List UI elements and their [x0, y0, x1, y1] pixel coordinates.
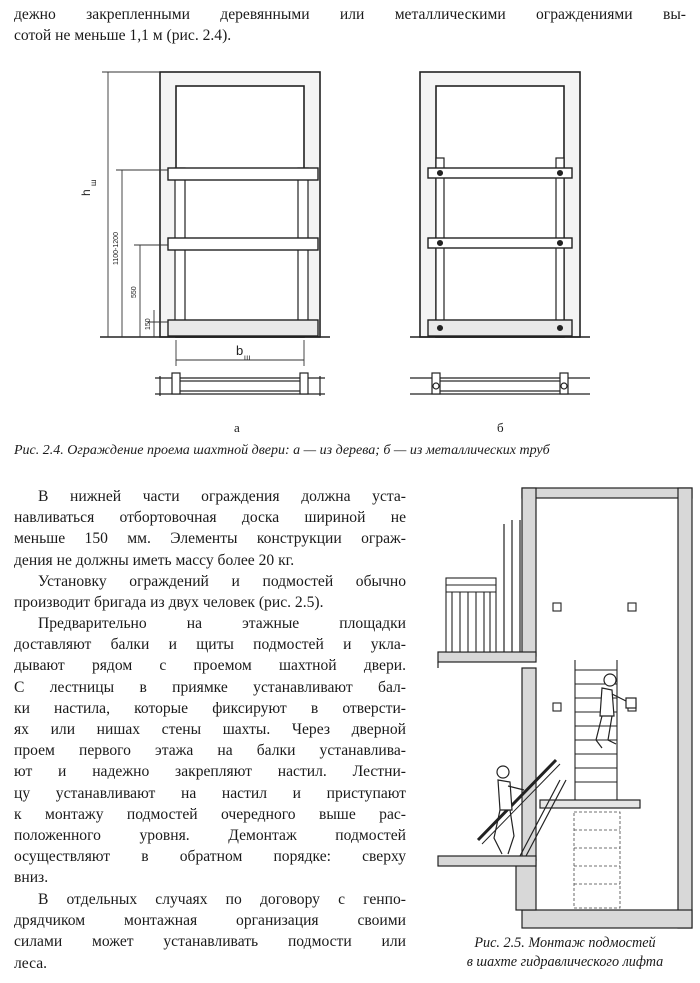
figure-label-b: б — [497, 420, 504, 435]
text-line: дрядчиком монтажная организация своими — [14, 912, 406, 930]
text-line: вниз. — [14, 869, 49, 887]
text-line: Установку ограждений и подмостей обычно — [38, 573, 406, 590]
door-opening-frame-b — [419, 71, 581, 338]
text-line: меньше 150 мм. Элементы конструкции огра… — [14, 530, 406, 548]
figure-label-a: а — [234, 420, 240, 435]
body-paragraph-4: В отдельных случаях по договору с генпо-… — [14, 889, 406, 974]
fence-rails-a — [167, 167, 319, 337]
text-line: цу устанавливают на настил и приступают — [14, 784, 406, 802]
text-line: леса. — [14, 954, 48, 972]
shaft-walls — [515, 487, 693, 929]
fence-rails-b — [427, 167, 573, 337]
cylinder-area — [573, 811, 621, 909]
height-label-1100: 1100-1200 — [113, 232, 120, 265]
height-label-550: 550 — [131, 286, 138, 298]
caption-line: Рис. 2.5. Монтаж подмостей — [474, 935, 656, 951]
wall-niches — [552, 602, 637, 712]
width-label-b: b — [236, 343, 243, 358]
plan-view-b — [410, 372, 590, 395]
text-line: Предварительно на этажные площадки — [38, 615, 406, 632]
text-line: В отдельных случаях по договору с генпо- — [38, 891, 406, 908]
upper-landing — [437, 651, 537, 668]
tube-clamps-b — [436, 169, 564, 332]
text-line: производит бригада из двух человек (рис.… — [14, 594, 324, 612]
plan-view-a — [155, 372, 325, 396]
text-line: ют и надежно закрепляют настил. Лестни- — [14, 763, 406, 781]
text-line: ки настила, которые фиксируют в отверсти… — [14, 699, 406, 717]
text-line: положенного уровня. Демонтаж подмостей — [14, 827, 406, 845]
stacked-boards — [445, 577, 497, 653]
figure-2-5-caption: Рис. 2.5. Монтаж подмостей в шахте гидра… — [434, 934, 696, 972]
leaning-boards — [503, 520, 521, 652]
worker-with-board — [476, 758, 567, 857]
top-paragraph: дежно закрепленными деревянными или мета… — [14, 4, 686, 46]
height-label-h: h — [79, 189, 93, 196]
text-line: дывают рядом с проемом шахтной двери. — [14, 657, 406, 675]
text-line: В нижней части ограждения должна уста- — [38, 488, 406, 505]
text-line: силами может устанавливать подмости или — [14, 933, 406, 951]
body-paragraph-2: Установку ограждений и подмостей обычно … — [14, 571, 406, 613]
dimension-lines-a — [102, 71, 305, 366]
lower-landing — [437, 855, 537, 867]
text-line: доставляют балки и щиты подмостей и укла… — [14, 636, 406, 654]
text-line: С лестницы в приямке устанавливают бал- — [14, 678, 406, 696]
text-line: осуществляют в обратном порядке: сверху — [14, 848, 406, 866]
text-line: навливаться отбортовочная доска шириной … — [14, 509, 406, 527]
height-label-150: 150 — [145, 318, 152, 330]
text-line: ях или нишах стены шахты. Через дверной — [14, 721, 406, 739]
body-paragraph-1: В нижней части ограждения должна уста- н… — [14, 486, 406, 571]
text-line: проем первого этажа на балки устанавлива… — [14, 742, 406, 760]
worker-on-ladder — [595, 673, 637, 749]
text-line: сотой не меньше 1,1 м (рис. 2.4). — [14, 27, 232, 45]
figure-2-4-caption: Рис. 2.4. Ограждение проема шахтной двер… — [14, 443, 550, 458]
text-line: дежно закрепленными деревянными или мета… — [14, 6, 686, 23]
caption-line: в шахте гидравлического лифта — [466, 954, 664, 970]
text-line: дения не должны иметь массу более 20 кг. — [14, 551, 295, 569]
text-line: к монтажу подмостей очередного выше рас- — [14, 805, 406, 823]
width-label-b-sub: ш — [244, 353, 250, 362]
body-paragraph-3: Предварительно на этажные площадки доста… — [14, 613, 406, 889]
height-label-h-sub: ш — [89, 180, 98, 186]
scaffold-deck — [539, 799, 641, 809]
